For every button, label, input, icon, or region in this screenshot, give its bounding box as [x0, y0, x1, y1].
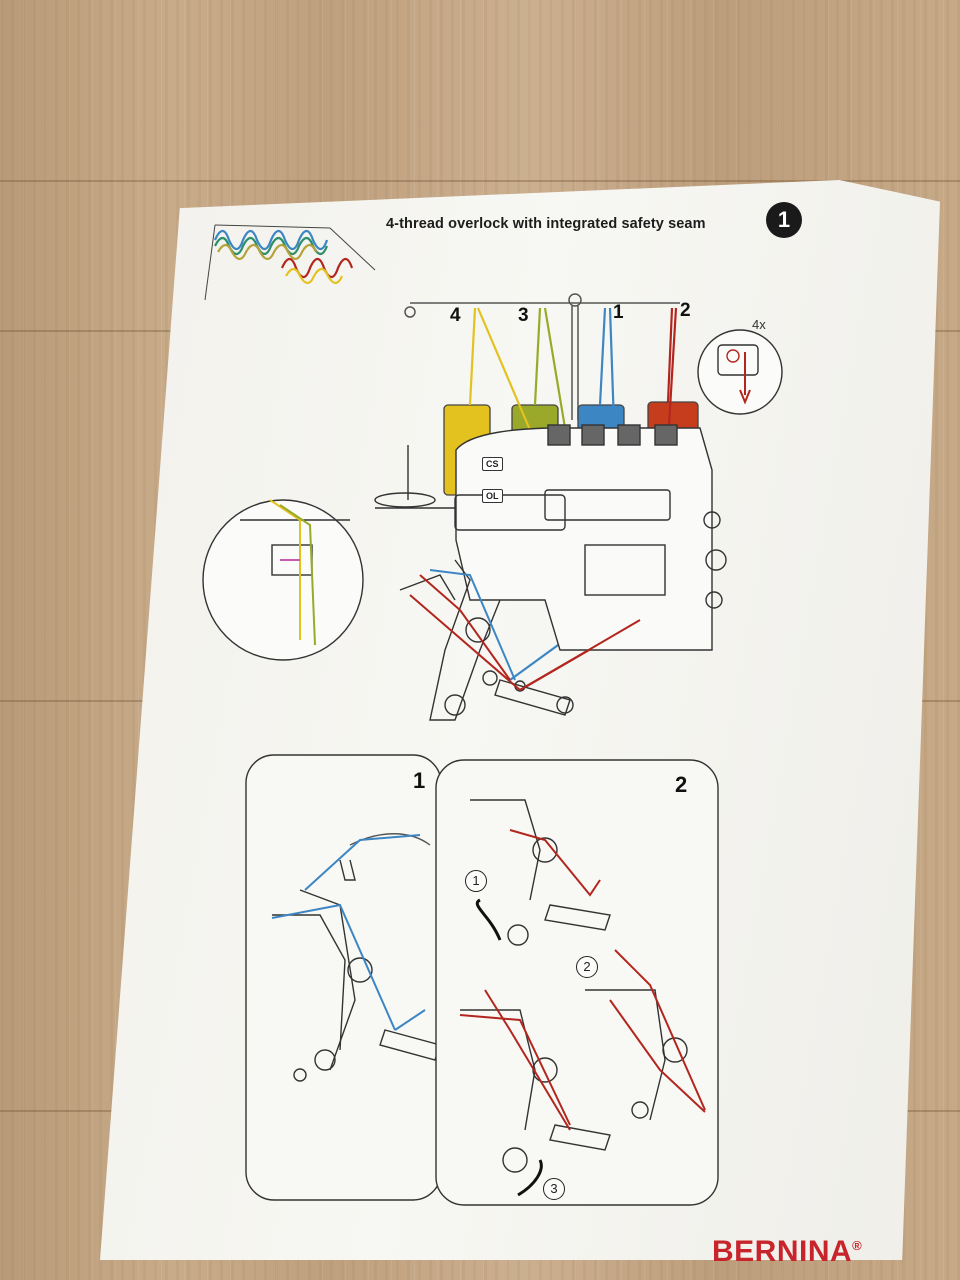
panel-right-number: 2 [675, 772, 688, 797]
step-1-marker: 1 [465, 870, 487, 892]
thread-stand [404, 293, 680, 420]
repeat-detail [697, 329, 783, 415]
step-3-marker: 3 [543, 1178, 565, 1200]
looper-mechanism [399, 559, 574, 721]
cs-tag: CS [482, 457, 503, 471]
brand-name: BERNINA [712, 1235, 853, 1268]
brand-mark: ® [852, 1238, 863, 1253]
panel-left [245, 754, 442, 1201]
thread-label-3: 3 [518, 305, 529, 326]
zoom-detail [202, 499, 364, 661]
seam-illustration [204, 224, 376, 301]
step-2-marker: 2 [576, 956, 598, 978]
brand-logo: BERNINA® [712, 1235, 862, 1269]
thread-label-4: 4 [450, 305, 461, 326]
overlock-machine [374, 424, 727, 651]
thread-label-1: 1 [613, 302, 624, 323]
repeat-hint: 4x [752, 317, 766, 332]
panel-right [435, 759, 719, 1206]
panel-left-number: 1 [413, 768, 426, 793]
step-badge: 1 [766, 202, 802, 238]
ol-tag: OL [482, 489, 503, 503]
looper-threads [409, 569, 641, 692]
thread-label-2: 2 [680, 300, 691, 321]
sheet-title: 4-thread overlock with integrated safety… [386, 216, 706, 232]
